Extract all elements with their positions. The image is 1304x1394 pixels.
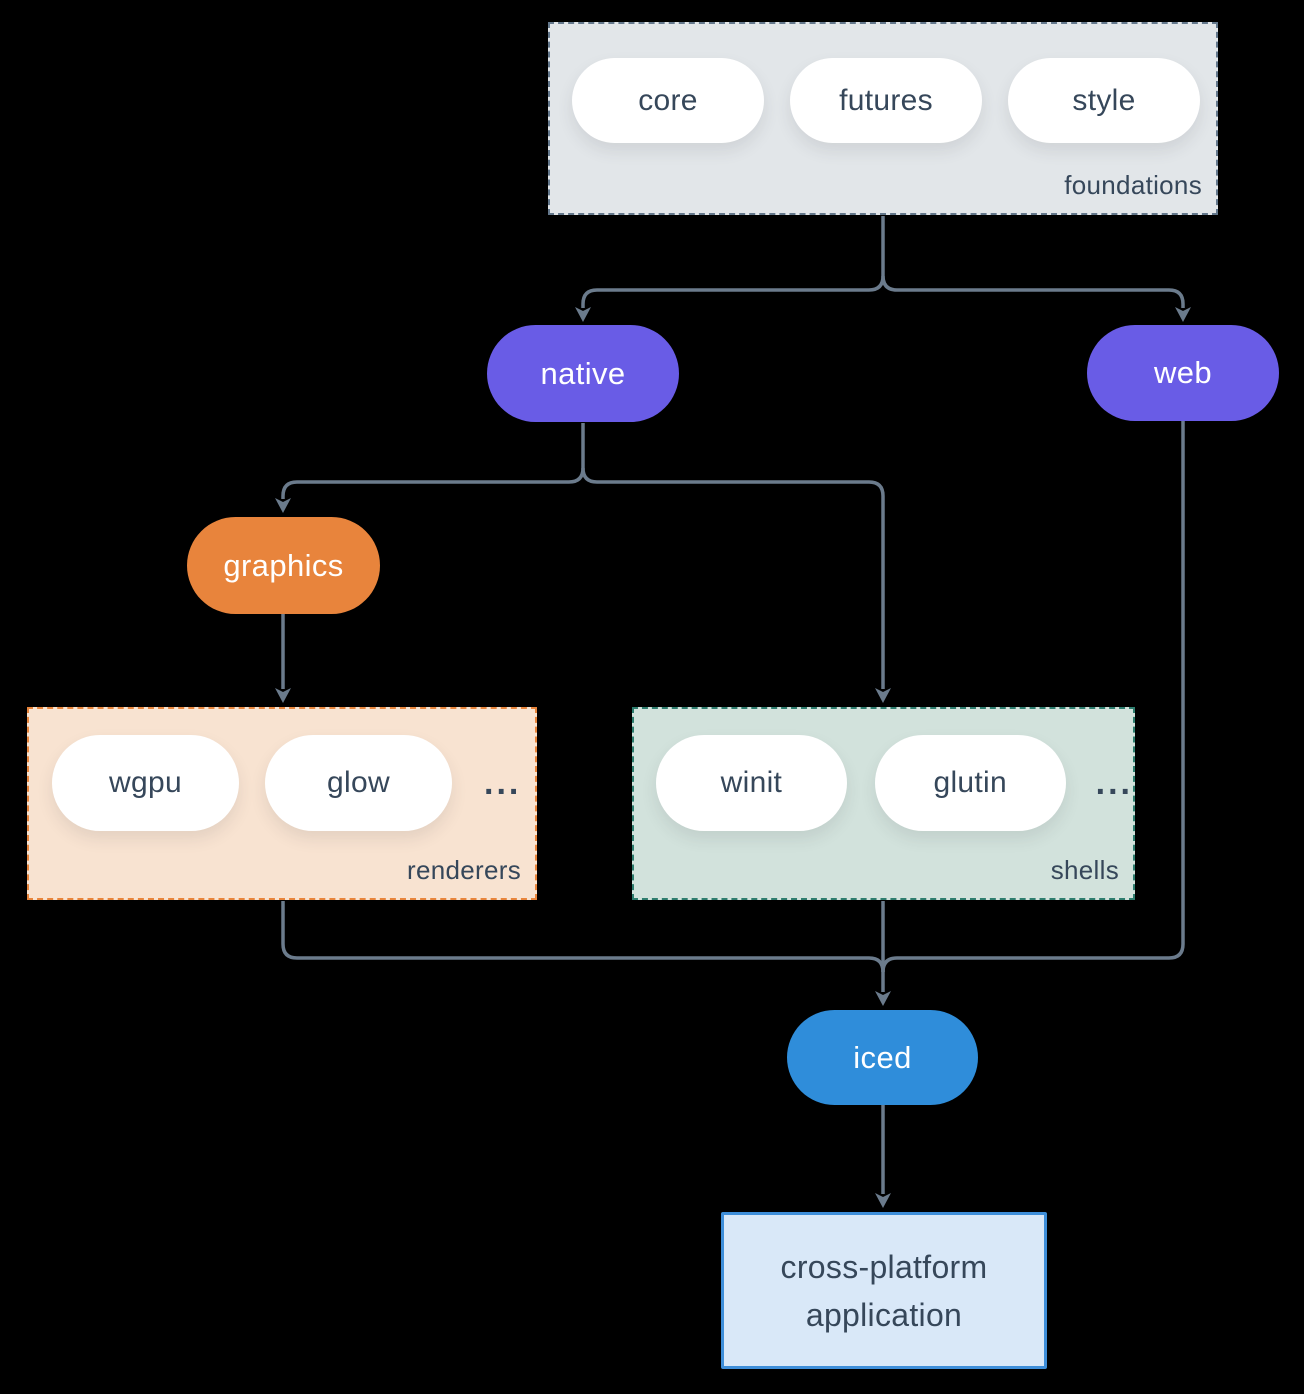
arrowhead-to-renderers: [275, 688, 291, 703]
node-native: native: [487, 325, 679, 422]
node-graphics: graphics: [187, 517, 380, 614]
renderers-pill-row: wgpu glow ...: [29, 709, 535, 831]
application-label-line2: application: [805, 1296, 963, 1333]
arrowhead-to-web: [1175, 307, 1191, 322]
arrowhead-to-iced: [875, 991, 891, 1006]
node-glow: glow: [265, 735, 452, 831]
foundations-pill-row: core futures style: [550, 24, 1216, 143]
node-web: web: [1087, 325, 1279, 421]
connector-iced-application: [875, 1105, 891, 1208]
arrowhead-to-shells: [875, 688, 891, 703]
shells-pill-row: winit glutin ...: [634, 709, 1133, 831]
arrowhead-to-graphics: [275, 498, 291, 513]
node-core: core: [572, 58, 764, 143]
connector-graphics-renderers: [275, 614, 291, 703]
application-label-line1: cross-platform: [780, 1248, 988, 1285]
shells-ellipsis: ...: [1095, 764, 1133, 802]
renderers-ellipsis: ...: [484, 764, 522, 802]
arrowhead-to-native: [575, 307, 591, 322]
node-cross-platform-application: cross-platform application: [721, 1212, 1047, 1369]
group-renderers-label: renderers: [407, 855, 521, 885]
group-renderers: wgpu glow ... renderers: [27, 707, 537, 900]
group-shells-label: shells: [1050, 855, 1119, 885]
node-iced: iced: [787, 1010, 978, 1105]
node-glutin: glutin: [874, 735, 1066, 831]
connector-native-split: [275, 423, 891, 703]
node-wgpu: wgpu: [52, 735, 239, 831]
connector-foundations-split: [575, 216, 1191, 322]
group-shells: winit glutin ... shells: [632, 707, 1135, 900]
node-style: style: [1008, 58, 1200, 143]
arrowhead-to-application: [875, 1193, 891, 1208]
node-futures: futures: [790, 58, 982, 143]
node-winit: winit: [656, 735, 847, 831]
connector-merge-iced: [281, 421, 1185, 1006]
group-foundations: core futures style foundations: [548, 22, 1218, 215]
group-foundations-label: foundations: [1064, 170, 1202, 200]
